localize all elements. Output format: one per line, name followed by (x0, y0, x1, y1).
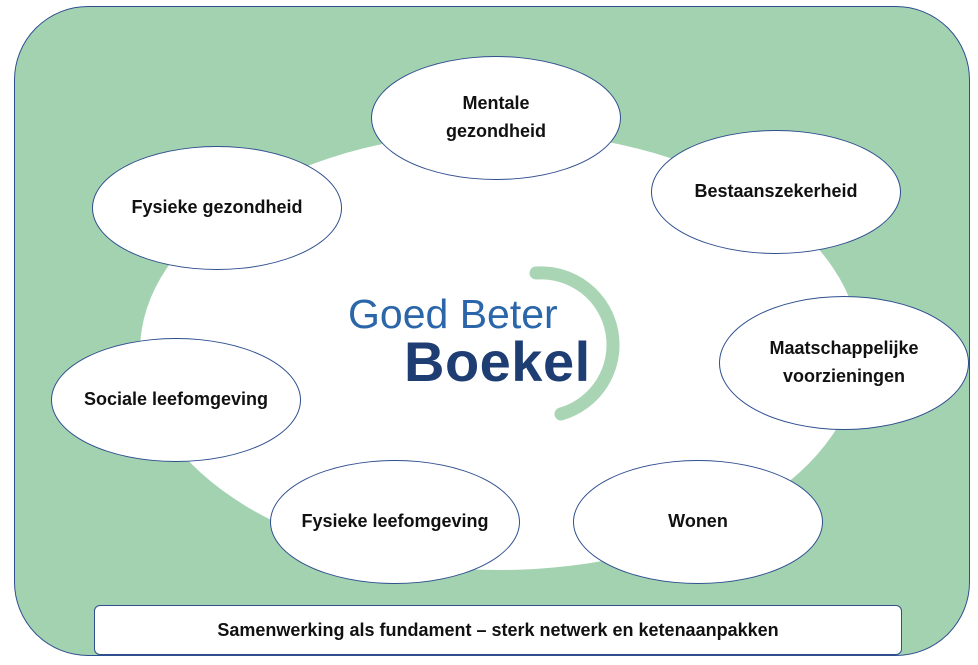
bubble-label: Mentale gezondheid (446, 93, 546, 141)
bubble-label: Bestaanszekerheid (694, 181, 858, 202)
bubble-label: Wonen (668, 511, 728, 532)
bubble-label: Maatschappelijke voorzieningen (769, 338, 919, 386)
bubble-bestaanszekerheid: Bestaanszekerheid (651, 130, 901, 254)
bubble-maatschappelijke-voorzieningen: Maatschappelijke voorzieningen (719, 296, 969, 430)
bubble-mentale-gezondheid: Mentale gezondheid (371, 56, 621, 180)
bubble-label: Sociale leefomgeving (83, 389, 269, 410)
bubble-label: Fysieke leefomgeving (301, 511, 489, 532)
bubble-fysieke-gezondheid: Fysieke gezondheid (92, 146, 342, 270)
bubble-sociale-leefomgeving: Sociale leefomgeving (51, 338, 301, 462)
bubble-label: Fysieke gezondheid (131, 197, 303, 218)
foundation-box: Samenwerking als fundament – sterk netwe… (94, 605, 902, 655)
bubble-wonen: Wonen (573, 460, 823, 584)
logo-text-boekel: Boekel (404, 330, 591, 393)
bubble-fysieke-leefomgeving: Fysieke leefomgeving (270, 460, 520, 584)
foundation-text: Samenwerking als fundament – sterk netwe… (217, 619, 779, 640)
logo-text-goed-beter: Goed Beter (348, 291, 558, 337)
